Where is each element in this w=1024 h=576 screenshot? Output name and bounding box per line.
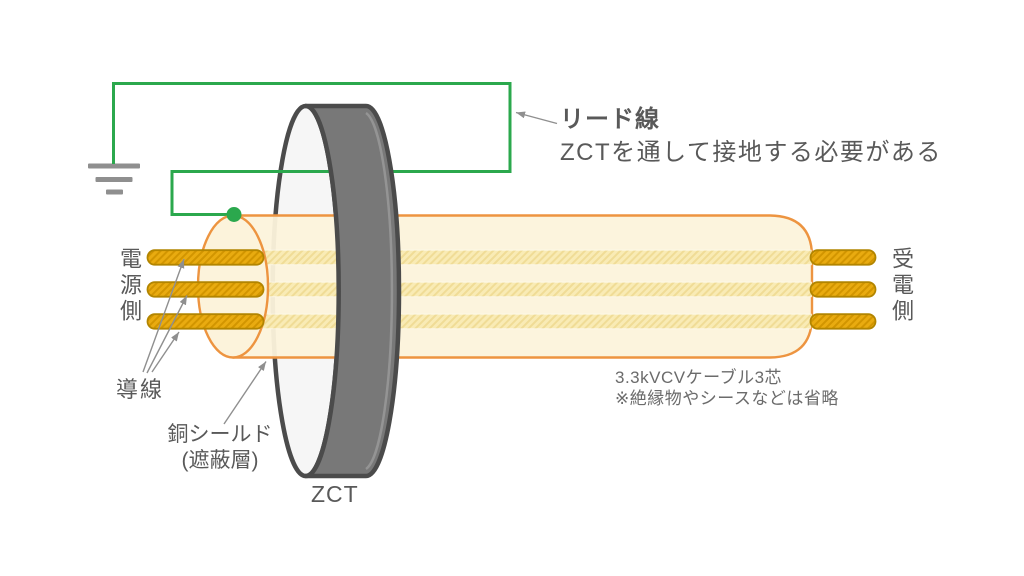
zct-ring-highlight	[365, 111, 394, 471]
zct-label: ZCT	[311, 481, 359, 507]
conductor-bar-right-3	[809, 313, 877, 330]
conductor-bar-left-3	[146, 313, 265, 330]
leader-arrow-shield	[223, 361, 267, 425]
conductor-stripe-2	[237, 281, 812, 298]
conductor-bar-right-1	[809, 249, 877, 266]
cable-conductor-stripes	[237, 249, 812, 330]
cable-note-line1: 3.3kVCVケーブル3芯	[615, 368, 783, 387]
shield-connection-dot	[226, 207, 242, 222]
zct-ring-body	[303, 103, 402, 479]
power-side-label: 電源側	[117, 247, 142, 325]
conductors-left	[146, 249, 265, 330]
receiving-side-label: 受電側	[889, 247, 914, 325]
cable-note: 3.3kVCVケーブル3芯 ※絶縁物やシースなどは省略	[615, 367, 839, 409]
conductor-bar-left-1	[146, 249, 265, 266]
leader-arrow-conductor-3	[151, 331, 180, 373]
conductor-bar-left-2	[146, 281, 265, 298]
lead-wire-label: リード線	[560, 106, 660, 133]
ground-lead-wire	[112, 82, 512, 216]
leader-arrow-conductor-2	[146, 295, 188, 374]
conductors-right	[809, 249, 877, 330]
conductor-label: 導線	[116, 377, 165, 402]
lead-wire-description: ZCTを通して接地する必要がある	[560, 139, 942, 166]
copper-shield-line2: (遮蔽層)	[181, 449, 259, 472]
cable	[146, 214, 877, 359]
copper-shield-label: 銅シールド (遮蔽層)	[154, 422, 286, 474]
leader-arrow-lead-wire	[515, 111, 558, 125]
conductor-stripe-1	[237, 249, 812, 266]
cable-note-line2: ※絶縁物やシースなどは省略	[615, 389, 839, 408]
leader-arrows	[142, 111, 558, 425]
ground-icon	[88, 163, 140, 195]
conductor-stripe-3	[237, 313, 812, 330]
copper-shield-line1: 銅シールド	[167, 423, 273, 446]
conductor-bar-right-2	[809, 281, 877, 298]
leader-arrow-conductor-1	[142, 258, 185, 373]
